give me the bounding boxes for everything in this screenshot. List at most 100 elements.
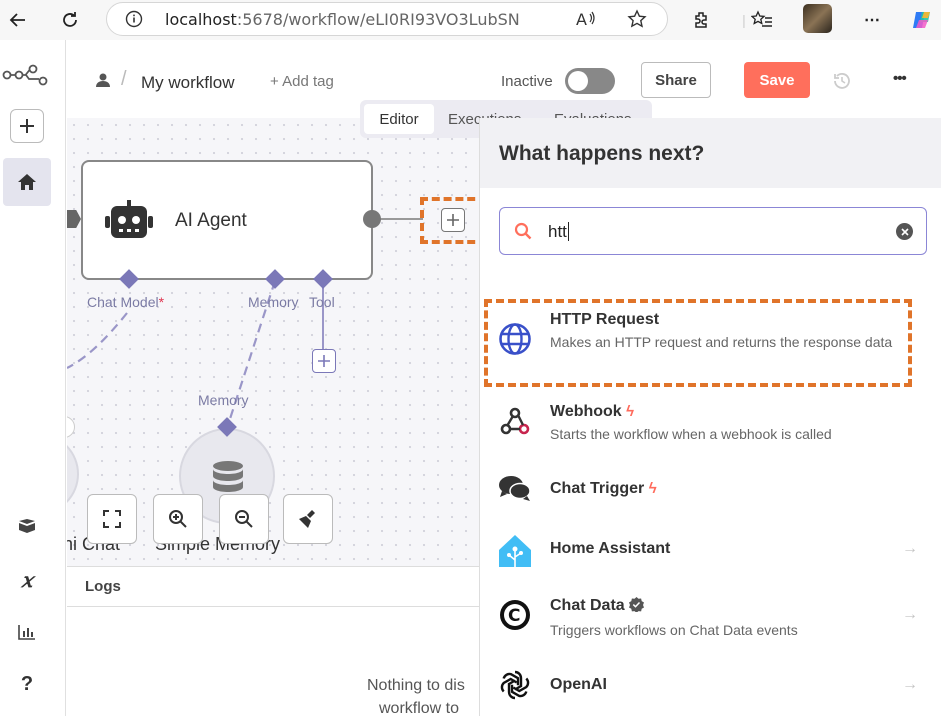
chat-bubbles-icon bbox=[498, 474, 532, 508]
active-status-label: Inactive bbox=[501, 73, 553, 90]
bolt-icon: ϟ bbox=[648, 480, 657, 497]
logs-title: Logs bbox=[85, 578, 121, 595]
node-item-title: Home Assistant bbox=[550, 540, 671, 557]
globe-icon bbox=[498, 322, 532, 356]
arrow-right-icon: → bbox=[902, 676, 918, 693]
node-item-home-assistant[interactable]: Home Assistant → bbox=[480, 530, 941, 570]
read-aloud-icon[interactable]: A bbox=[575, 9, 597, 34]
openai-icon bbox=[498, 668, 532, 702]
active-toggle[interactable] bbox=[565, 68, 615, 94]
workflow-canvas[interactable]: AI Agent Chat Model* Memory Tool Memory … bbox=[67, 118, 479, 566]
svg-text:A: A bbox=[576, 10, 587, 29]
highlight-http-request bbox=[484, 299, 912, 387]
robot-icon bbox=[105, 200, 153, 245]
node-item-desc: Starts the workflow when a webhook is ca… bbox=[550, 426, 832, 442]
ai-agent-node[interactable]: AI Agent bbox=[81, 160, 373, 280]
plus-icon bbox=[10, 109, 44, 143]
question-icon: ? bbox=[20, 672, 34, 695]
node-creator-panel: What happens next? htt​ HTTP Request Mak… bbox=[479, 118, 941, 716]
node-item-title: Chat Data bbox=[550, 597, 645, 615]
node-item-title: OpenAI bbox=[550, 676, 607, 693]
tidy-up-button[interactable] bbox=[283, 494, 333, 544]
input-handle[interactable] bbox=[69, 210, 81, 228]
node-item-desc: Makes an HTTP request and returns the re… bbox=[550, 334, 893, 350]
node-item-http-request[interactable]: HTTP Request Makes an HTTP request and r… bbox=[480, 302, 941, 388]
input-handle-bar bbox=[67, 210, 69, 228]
tab-editor[interactable]: Editor bbox=[364, 104, 434, 134]
node-item-title: Webhook ϟ bbox=[550, 403, 635, 420]
zoom-out-button[interactable] bbox=[219, 494, 269, 544]
search-value: htt​ bbox=[548, 222, 569, 241]
browser-toolbar: localhost:5678/workflow/eLI0RI93VO3LubSN… bbox=[0, 0, 941, 40]
broom-icon bbox=[299, 510, 315, 528]
help-button[interactable]: ? bbox=[3, 660, 51, 708]
box-icon bbox=[19, 519, 35, 533]
ai-agent-label: AI Agent bbox=[175, 210, 247, 231]
copilot-icon[interactable] bbox=[908, 6, 936, 34]
breadcrumb-separator: / bbox=[121, 68, 127, 90]
home-assistant-icon bbox=[498, 534, 532, 568]
n8n-logo-icon[interactable] bbox=[2, 62, 50, 91]
save-button[interactable]: Save bbox=[744, 62, 810, 98]
search-icon bbox=[514, 222, 532, 240]
verified-badge-icon bbox=[629, 597, 645, 613]
add-button[interactable] bbox=[3, 102, 51, 150]
toggle-knob bbox=[568, 71, 588, 91]
add-tag-link[interactable]: + Add tag bbox=[270, 73, 334, 90]
profile-avatar[interactable] bbox=[803, 4, 832, 33]
clear-search-icon[interactable] bbox=[896, 223, 913, 240]
chat-model-label: Chat Model* bbox=[87, 294, 165, 310]
reload-icon[interactable] bbox=[56, 6, 84, 34]
logs-header[interactable]: Logs bbox=[67, 567, 479, 607]
extensions-icon[interactable] bbox=[688, 6, 716, 34]
zoom-in-icon bbox=[169, 510, 187, 528]
favorites-list-icon[interactable] bbox=[748, 6, 776, 34]
zoom-out-icon bbox=[235, 510, 253, 528]
node-item-webhook[interactable]: Webhook ϟ Starts the workflow when a web… bbox=[480, 394, 941, 454]
chevron-right-icon bbox=[67, 426, 68, 428]
left-sidebar: 𝑥 ? bbox=[0, 40, 66, 716]
address-bar[interactable]: localhost:5678/workflow/eLI0RI93VO3LubSN… bbox=[106, 2, 668, 36]
memory-label: Memory bbox=[248, 294, 299, 310]
node-item-chat-trigger[interactable]: Chat Trigger ϟ bbox=[480, 470, 941, 510]
logs-empty-text-1: Nothing to dis bbox=[367, 677, 465, 694]
add-tool-button[interactable] bbox=[312, 349, 336, 373]
workflow-name[interactable]: My workflow bbox=[141, 73, 235, 92]
panel-header: What happens next? bbox=[480, 118, 941, 188]
user-icon bbox=[95, 72, 111, 93]
add-next-node-button[interactable] bbox=[441, 208, 465, 232]
output-handle[interactable] bbox=[363, 210, 381, 228]
insights-button[interactable] bbox=[3, 608, 51, 656]
toolbar-divider: | bbox=[742, 12, 746, 28]
node-item-title: Chat Trigger ϟ bbox=[550, 480, 657, 497]
favorite-star-icon[interactable] bbox=[627, 9, 647, 34]
templates-button[interactable] bbox=[3, 502, 51, 550]
fit-view-icon bbox=[103, 510, 121, 528]
bar-chart-icon bbox=[18, 625, 35, 640]
app-header: / My workflow + Add tag Inactive Share S… bbox=[67, 40, 941, 118]
chat-data-icon: C bbox=[498, 598, 532, 632]
share-button[interactable]: Share bbox=[641, 62, 711, 98]
logs-panel: Logs Nothing to dis workflow to bbox=[67, 566, 479, 717]
bolt-icon: ϟ bbox=[626, 403, 635, 420]
fit-view-button[interactable] bbox=[87, 494, 137, 544]
back-arrow-icon[interactable] bbox=[4, 6, 32, 34]
variables-button[interactable]: 𝑥 bbox=[3, 556, 51, 604]
node-item-openai[interactable]: OpenAI → bbox=[480, 666, 941, 706]
more-options-button[interactable]: ••• bbox=[893, 70, 907, 87]
zoom-in-button[interactable] bbox=[153, 494, 203, 544]
plus-icon bbox=[318, 355, 330, 367]
node-item-chat-data[interactable]: C Chat Data Triggers workflows on Chat D… bbox=[480, 588, 941, 648]
memory-node-input-label: Memory bbox=[198, 392, 249, 408]
info-icon[interactable] bbox=[125, 10, 143, 33]
home-button[interactable] bbox=[3, 158, 51, 206]
logs-empty-text-2: workflow to bbox=[379, 700, 460, 717]
home-icon bbox=[18, 174, 36, 190]
history-icon[interactable] bbox=[832, 71, 852, 96]
arrow-right-icon: → bbox=[902, 606, 918, 623]
node-search-input[interactable]: htt​ bbox=[499, 207, 927, 255]
url-text: localhost:5678/workflow/eLI0RI93VO3LubSN bbox=[165, 10, 520, 29]
browser-menu-icon[interactable]: ⋯ bbox=[864, 12, 880, 29]
variable-x-icon: 𝑥 bbox=[21, 568, 33, 592]
plus-icon bbox=[447, 214, 459, 226]
